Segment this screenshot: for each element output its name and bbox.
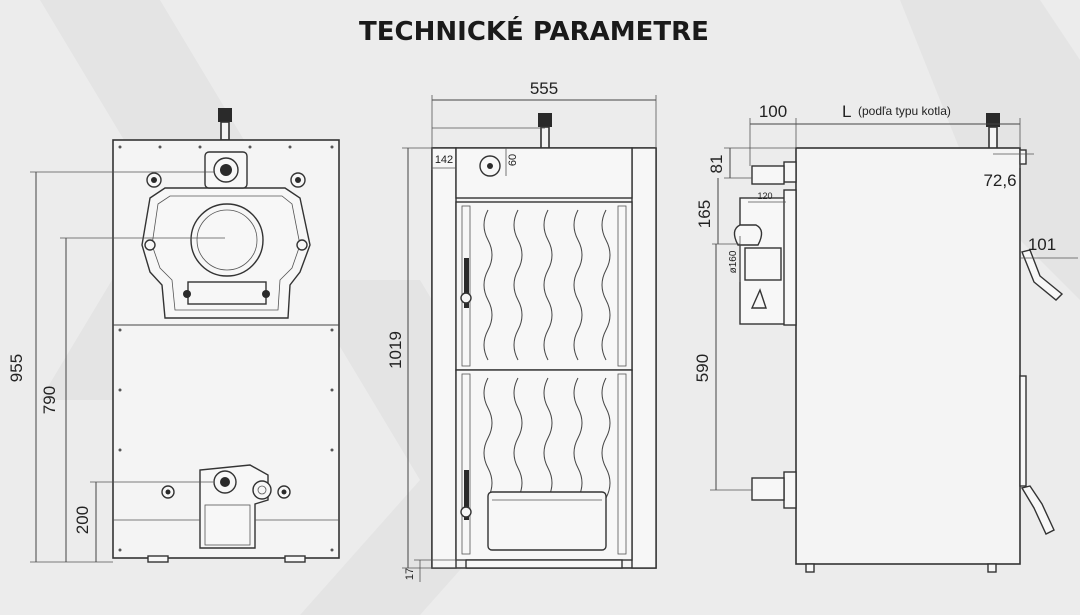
ash-pan: [487, 491, 607, 551]
dim-lower-connection: 590: [693, 354, 712, 382]
side-view: 100 L (podľa typu kotla) 81 165 120 ø160…: [693, 102, 1078, 573]
dim-height: 1019: [386, 331, 405, 369]
dim-flue-depth: 120: [757, 191, 772, 201]
dim-knob-offset: 60: [507, 154, 519, 166]
return-pipe: [751, 477, 785, 501]
dim-right-connection: 72,6: [983, 171, 1016, 190]
dim-flue-diameter: ø160: [728, 250, 739, 273]
dim-length-label: L: [842, 102, 851, 121]
dim-flue-position: 165: [695, 200, 714, 228]
dim-height-upper: 790: [40, 386, 59, 414]
dim-width: 555: [530, 79, 558, 98]
top-valve-icon: [218, 108, 232, 122]
dim-length-note: (podľa typu kotla): [858, 104, 951, 118]
front-view: 955 790 200: [7, 108, 340, 563]
flow-pipe: [751, 165, 785, 185]
dim-handle: 101: [1028, 235, 1056, 254]
side-valve-icon: [986, 113, 1000, 127]
dim-foot: 17: [404, 568, 416, 580]
page-title: TECHNICKÉ PARAMETRE: [359, 15, 709, 47]
dim-left-offset: 100: [759, 102, 787, 121]
side-body: [795, 147, 1021, 565]
dim-height-total: 955: [7, 354, 26, 382]
dim-top-connection: 81: [707, 155, 726, 174]
dim-height-lower: 200: [73, 506, 92, 534]
lever-handle: [1021, 249, 1064, 301]
dim-offset-left: 142: [435, 154, 453, 166]
safety-valve-icon: [538, 113, 552, 127]
viewing-port: [190, 203, 264, 277]
section-view: 555 142 60 1019 17: [386, 79, 657, 582]
